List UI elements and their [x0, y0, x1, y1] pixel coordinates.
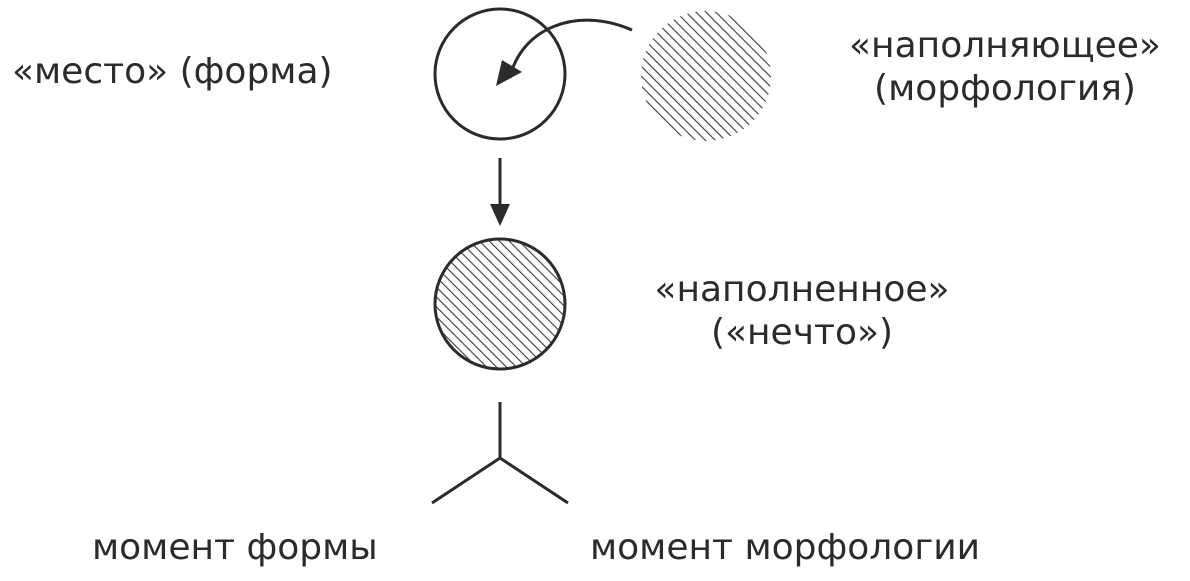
curved-filling-arrow — [508, 18, 633, 79]
filled-label: «наполненное» («нечто») — [632, 268, 972, 354]
curved-arrow-head — [496, 60, 522, 86]
filling-label-line1: «наполняющее» — [849, 25, 1161, 66]
filling-hatched-circle — [641, 11, 771, 141]
fork-left-branch — [431, 456, 501, 505]
filling-label: «наполняющее» (морфология) — [820, 24, 1190, 110]
filled-label-line2: («нечто») — [710, 312, 894, 354]
place-form-label: «место» (форма) — [12, 51, 333, 92]
filled-label-line1: «наполненное» — [654, 269, 950, 310]
moment-form-label: момент формы — [92, 527, 378, 568]
filling-label-line2: (морфология) — [874, 68, 1136, 110]
down-arrow-head — [490, 204, 510, 226]
fork-right-branch — [499, 456, 569, 505]
moment-morphology-label: момент морфологии — [590, 527, 981, 568]
empty-place-circle — [433, 7, 567, 141]
filled-hatched-circle — [433, 237, 567, 371]
